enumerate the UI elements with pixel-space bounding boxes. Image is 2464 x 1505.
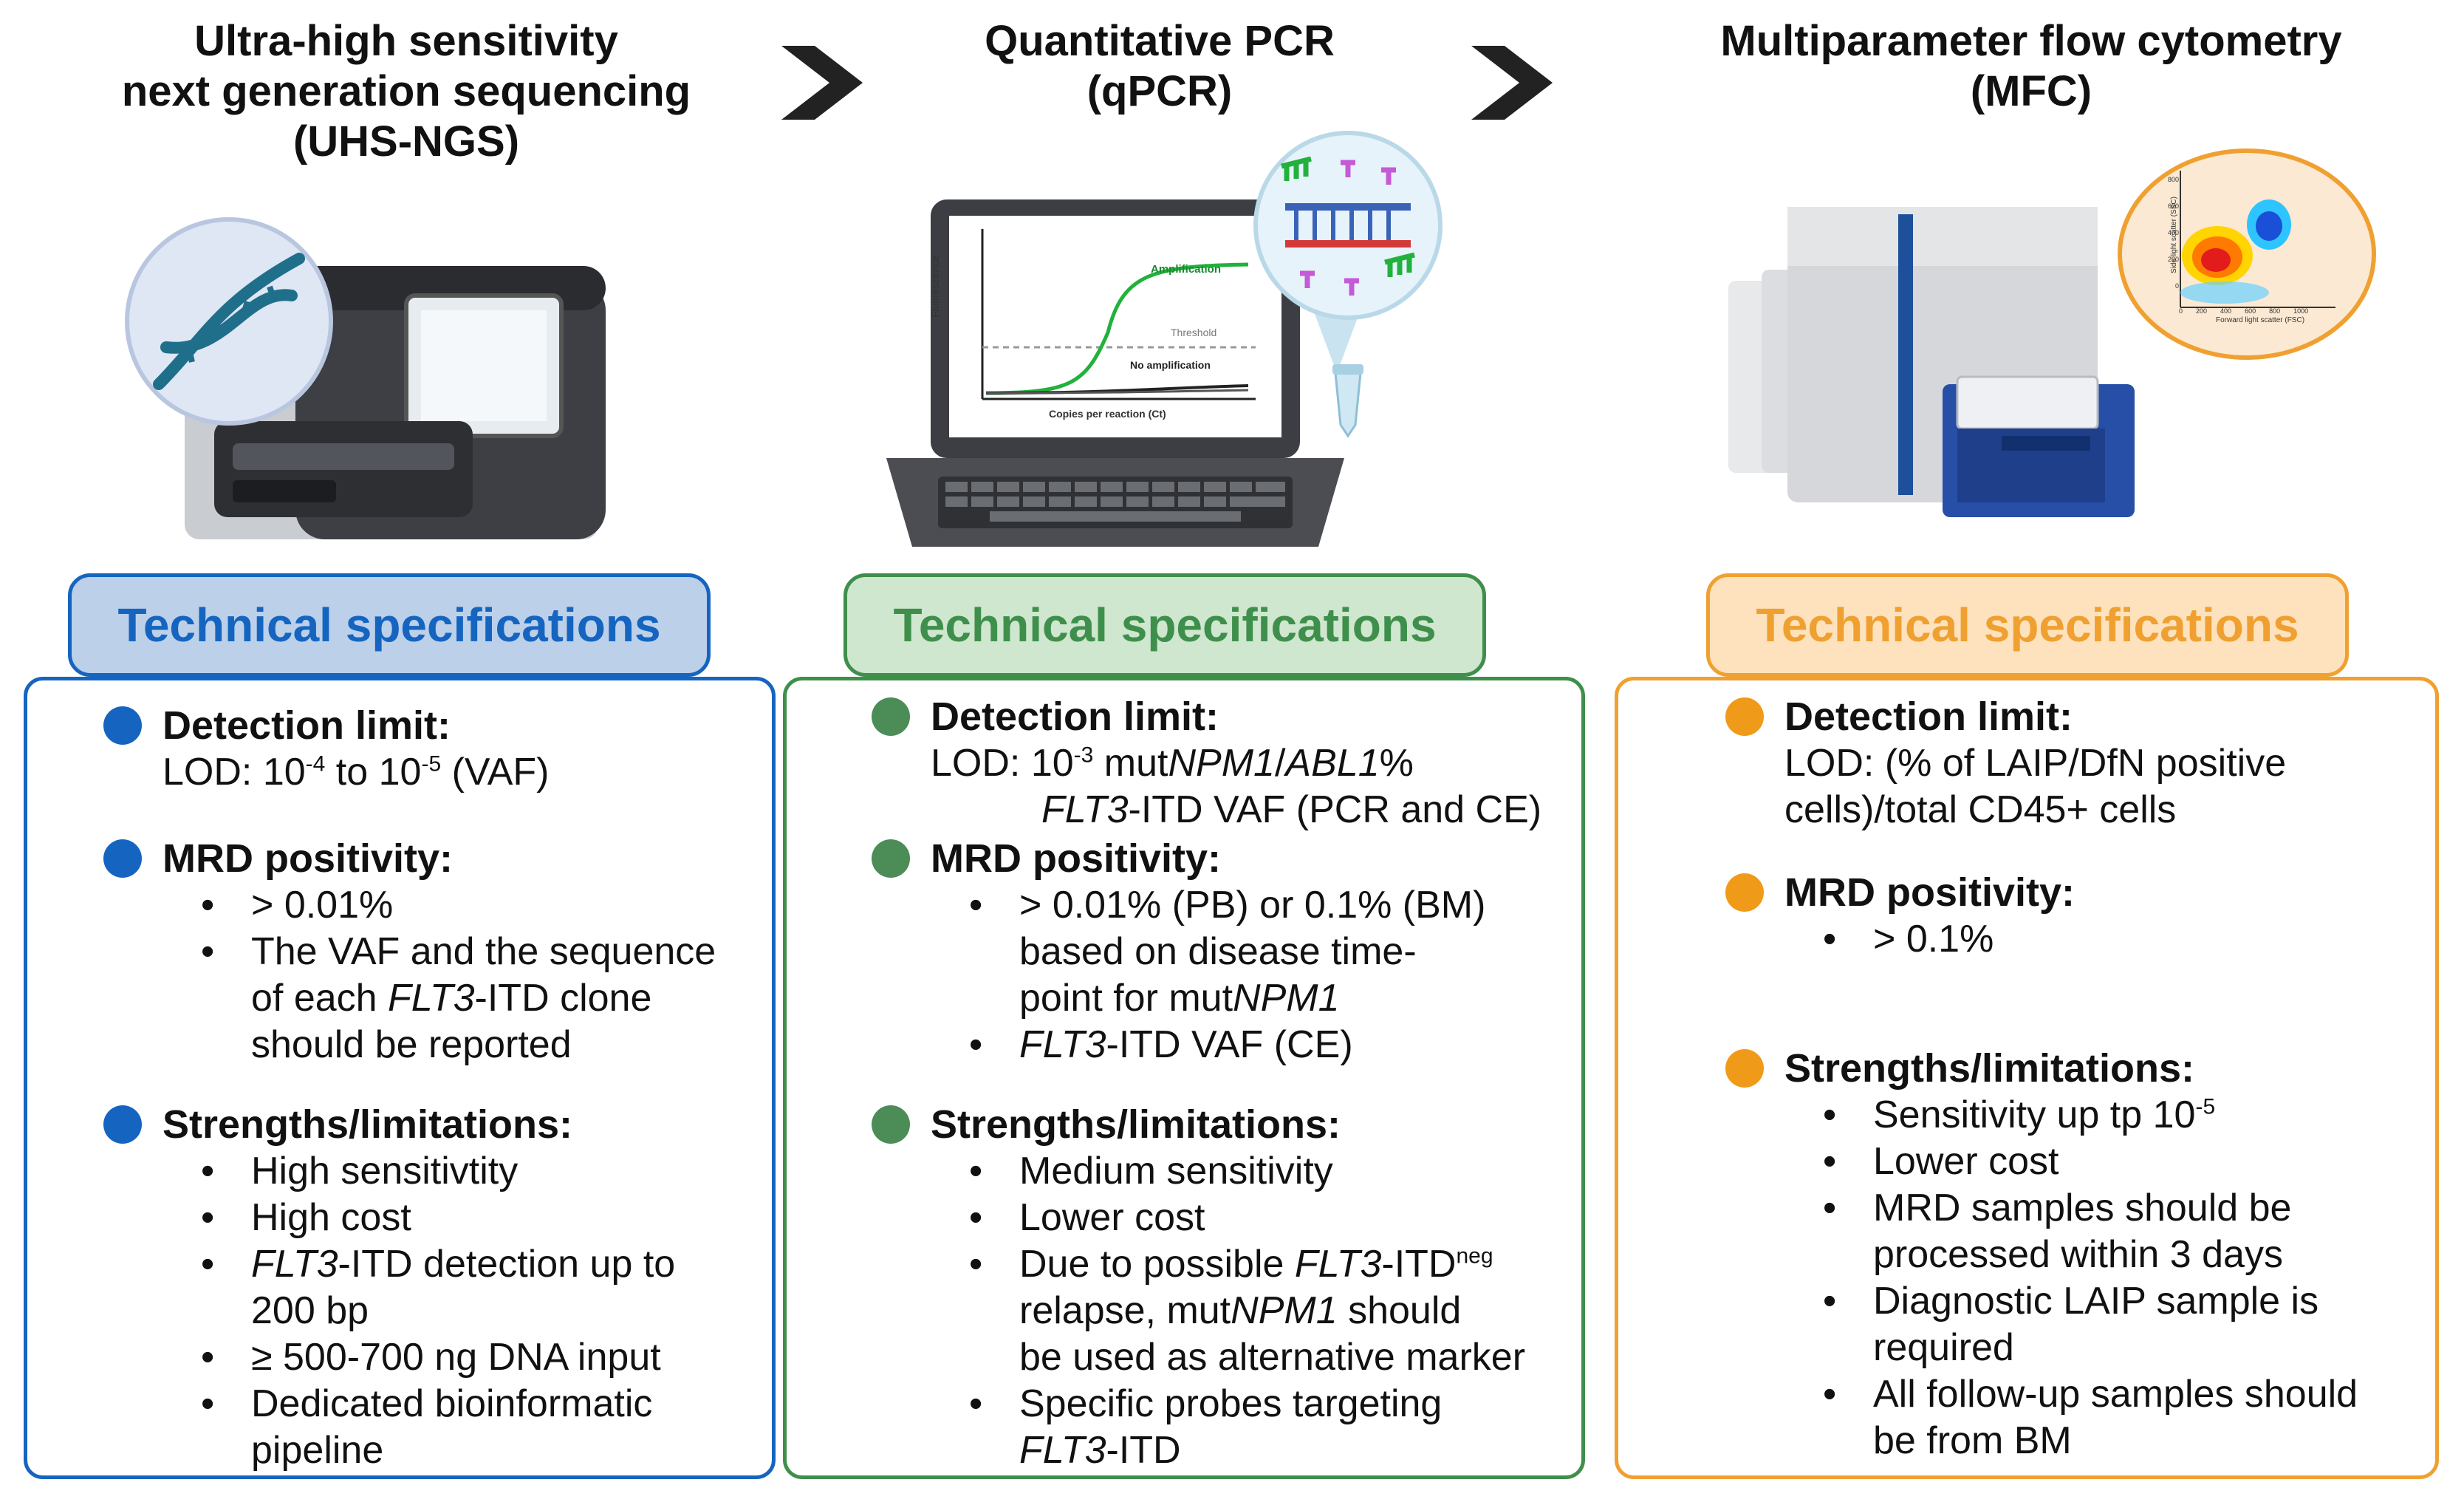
- qpcr-detection-limit: Detection limit: LOD: 10-3 mutNPM1/ABL1%…: [872, 693, 1573, 833]
- qpcr-amp-label: Amplification: [1151, 263, 1222, 276]
- bullet-dot: [1725, 697, 1764, 736]
- bullet-dot: [103, 1105, 142, 1144]
- ngs-detection-limit: Detection limit: LOD: 10-4 to 10-5 (VAF): [103, 702, 768, 796]
- primer-probe-icon: [1253, 131, 1443, 438]
- mfc-spec-header: Technical specifications: [1706, 573, 2349, 677]
- bullet-dot: [872, 697, 910, 736]
- ngs-title: Ultra-high sensitivity next generation s…: [121, 17, 691, 165]
- qpcr-plot-ylabel: Fluorescence: [929, 255, 941, 318]
- chevron-right-icon: [781, 46, 863, 120]
- chevron-right-icon: [1471, 46, 1553, 120]
- bullet-dot: [103, 706, 142, 745]
- flow-cytometer-icon: [1728, 207, 2135, 517]
- mfc-detection-limit: Detection limit: LOD: (% of LAIP/DfN pos…: [1725, 693, 2434, 833]
- mfc-plot-xlabel: Forward light scatter (FSC): [2216, 316, 2305, 324]
- sequencer-icon: [185, 266, 606, 539]
- bullet-dot: [103, 839, 142, 878]
- bullet-dot: [872, 1105, 910, 1144]
- qpcr-mrd-positivity: MRD positivity: > 0.01% (PB) or 0.1% (BM…: [872, 835, 1573, 1068]
- bullet-dot: [1725, 1049, 1764, 1088]
- mfc-mrd-positivity: MRD positivity: > 0.1%: [1725, 869, 2434, 963]
- ngs-mrd-positivity: MRD positivity: > 0.01% The VAF and the …: [103, 835, 768, 1068]
- qpcr-title: Quantitative PCR (qPCR): [985, 17, 1335, 115]
- ngs-spec-header: Technical specifications: [68, 573, 711, 677]
- bullet-dot: [872, 839, 910, 878]
- mfc-title: Multiparameter flow cytometry (MFC): [1720, 17, 2342, 115]
- qpcr-plot-xlabel: Copies per reaction (Ct): [1049, 408, 1166, 420]
- qpcr-noamp-label: No amplification: [1130, 359, 1211, 371]
- qpcr-spec-header: Technical specifications: [843, 573, 1486, 677]
- qpcr-strengths-limitations: Strengths/limitations: Medium sensitivit…: [872, 1101, 1573, 1474]
- ngs-strengths-limitations: Strengths/limitations: High sensitivtity…: [103, 1101, 768, 1474]
- dna-icon: [125, 217, 333, 426]
- laptop-icon: [886, 199, 1344, 547]
- mfc-strengths-limitations: Strengths/limitations: Sensitivity up tp…: [1725, 1045, 2434, 1464]
- scatter-plot-icon: [2118, 149, 2376, 360]
- qpcr-spec-box: [783, 677, 1585, 1479]
- pcr-tube-icon: [1334, 365, 1356, 380]
- qpcr-threshold-label: Threshold: [1171, 327, 1217, 338]
- bullet-dot: [1725, 873, 1764, 912]
